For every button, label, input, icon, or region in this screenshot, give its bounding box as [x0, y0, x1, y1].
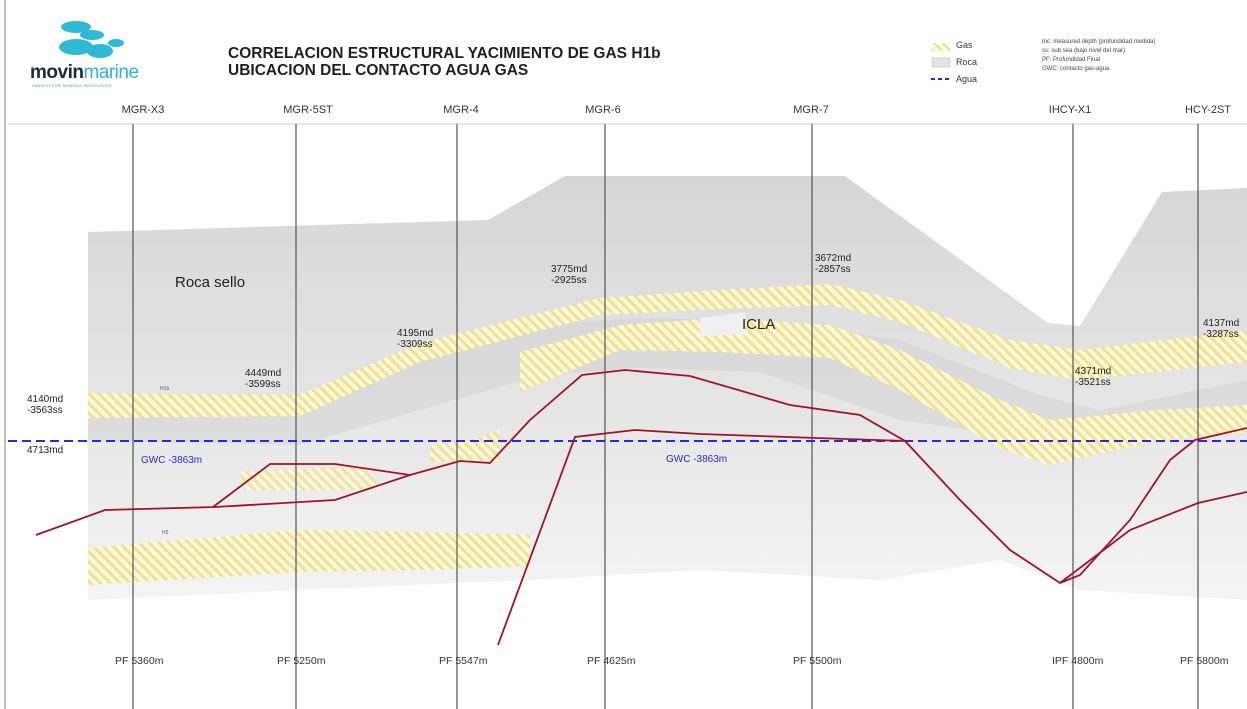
pf-label-mgr-5st: PF 5250m: [277, 655, 326, 667]
gas-lens-mgr5st: [240, 468, 380, 490]
gwc-label-center: GWC -3863m: [666, 454, 728, 465]
note-pf: PF: Profundidad Final: [1042, 57, 1101, 63]
gwc-label-left: GWC -3863m: [141, 455, 203, 466]
fault-line-east: [1059, 491, 1247, 584]
page-left-border: [4, 0, 6, 709]
gas-lens-mgr4: [430, 430, 500, 462]
label-icla: ICLA: [742, 316, 776, 333]
label-roca-sello: Roca sello: [175, 274, 246, 291]
depth-md: 3672md: [815, 253, 852, 264]
note-md: mc: measured depth (profundidad medida): [1042, 39, 1156, 45]
depth-label-4371: 4371md -3521ss: [1075, 366, 1111, 388]
depth-label-4195: 4195md -3309ss: [397, 328, 433, 350]
tag-h2: H2: [162, 530, 169, 536]
fault-line-west: [35, 369, 1247, 585]
depth-ss: -2925ss: [551, 275, 587, 286]
depth-ss: -3521ss: [1075, 377, 1111, 388]
depth-label-4449: 4449md -3599ss: [245, 368, 281, 390]
pf-label-mgr-x3: PF 5360m: [115, 655, 164, 667]
rock-body: [88, 176, 1247, 600]
depth-md: 4140md: [27, 394, 64, 405]
depth-md: 4713md: [27, 445, 64, 456]
title-line-1: CORRELACION ESTRUCTURAL YACIMIENTO DE GA…: [228, 45, 661, 62]
well-name-mgr-x3: MGR-X3: [121, 104, 165, 116]
gas-layer-h2: [88, 530, 530, 585]
well-name-ihcy-x1: IHCY-X1: [1048, 104, 1092, 116]
pf-label-mgr-7: PF 5500m: [793, 655, 842, 667]
depth-label-3672: 3672md -2857ss: [815, 253, 851, 275]
note-gwc: GWC: contacto gas-agua: [1042, 66, 1110, 72]
depth-label-4713: 4713md: [27, 445, 63, 456]
well-name-mgr-6: MGR-6: [585, 104, 621, 116]
abbreviation-notes: mc: measured depth (profundidad medida) …: [1042, 38, 1155, 74]
logo-tagline: SEARCH FOR MINERAL RESOURCES: [32, 83, 112, 88]
fault-line-mid: [212, 463, 411, 508]
well-lines: [132, 124, 1199, 709]
pf-label-mgr-4: PF 5547m: [439, 655, 488, 667]
well-name-mgr-7: MGR-7: [793, 104, 829, 116]
depth-label-4140: 4140md -3563ss: [27, 394, 63, 416]
rock-notch: [700, 312, 745, 336]
logo-wordmark: movinmarine: [30, 62, 139, 83]
depth-ss: -3599ss: [245, 379, 281, 390]
well-name-hcy-2st: HCY-2ST: [1184, 104, 1232, 116]
depth-ss: -3563ss: [27, 405, 63, 416]
pf-label-hcy-2st: PF 5800m: [1180, 655, 1229, 667]
title-line-2: UBICACION DEL CONTACTO AGUA GAS: [228, 62, 529, 79]
depth-ss: -3287ss: [1203, 329, 1239, 340]
depth-md: 4137md: [1203, 318, 1240, 329]
depth-label-4137: 4137md -3287ss: [1203, 318, 1239, 340]
depth-md: 4195md: [397, 328, 434, 339]
legend-agua-label: Agua: [956, 74, 978, 84]
depth-ss: -3309ss: [397, 339, 433, 350]
fault-line-central: [497, 429, 906, 646]
legend-roca-swatch: [931, 57, 951, 68]
fault-lines: [35, 369, 1247, 646]
legend-gas-label: Gas: [956, 40, 973, 50]
logo-icon: [59, 21, 124, 58]
tag-h1b: H1b: [160, 386, 170, 392]
depth-md: 4371md: [1075, 366, 1112, 377]
pf-label-ihcy-x1: IPF 4800m: [1052, 655, 1104, 667]
pf-label-mgr-6: PF 4625m: [587, 655, 636, 667]
note-ss: ss: sub sea (bajo nivel del mar): [1042, 48, 1126, 54]
gas-layer-icla: [520, 318, 1247, 465]
depth-md: 3775md: [551, 264, 588, 275]
legend-swatches: [931, 43, 951, 80]
depth-md: 4449md: [245, 368, 282, 379]
gas-layer-h1b: [88, 284, 1247, 418]
well-name-mgr-5st: MGR-5ST: [283, 104, 333, 116]
page-title: CORRELACION ESTRUCTURAL YACIMIENTO DE GA…: [228, 45, 661, 79]
well-name-mgr-4: MGR-4: [443, 104, 479, 116]
legend-gas-swatch: [932, 43, 950, 51]
depth-ss: -2857ss: [815, 264, 851, 275]
depth-label-3775: 3775md -2925ss: [551, 264, 587, 286]
legend-roca-label: Roca: [956, 57, 978, 67]
